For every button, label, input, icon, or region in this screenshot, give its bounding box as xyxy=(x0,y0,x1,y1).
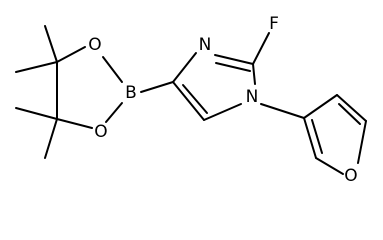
bond-b-o-bottom xyxy=(105,102,123,123)
bond-n1-furan-c3 xyxy=(260,103,305,119)
bond-furan-o-c2 xyxy=(315,157,344,175)
bond-methyl-bottom-left xyxy=(15,107,58,120)
bond-furan-c4-c5-b xyxy=(338,103,361,125)
bond-c4-c5-b xyxy=(182,84,208,114)
bond-c2-n1 xyxy=(252,63,256,85)
bond-furan-c5-o xyxy=(357,120,367,164)
bond-c4-c5-a xyxy=(172,81,205,121)
bond-furan-c3-c2-b xyxy=(311,119,323,154)
atom-o-top: O xyxy=(88,35,101,55)
bond-lines xyxy=(15,25,367,175)
bond-methyl-top-left xyxy=(15,61,58,73)
bond-methyl-bottom-down xyxy=(44,118,58,159)
bond-furan-c3-c4 xyxy=(303,94,338,119)
atom-o-bottom: O xyxy=(94,122,107,142)
bond-furan-c4-c5-a xyxy=(336,94,367,122)
atom-labels: F N N B O O O xyxy=(88,14,357,186)
bond-b-o-top xyxy=(102,56,123,83)
bond-n3-c4 xyxy=(172,52,197,83)
bond-c2-f xyxy=(252,32,270,65)
atom-b: B xyxy=(125,83,137,103)
atom-f: F xyxy=(269,14,279,34)
bond-methyl-top-up xyxy=(44,25,58,63)
bond-o-top-c xyxy=(56,46,86,63)
atom-furan-o: O xyxy=(344,166,357,186)
chemical-structure: F N N B O O O xyxy=(15,14,367,186)
bond-c2-n3-a xyxy=(214,54,254,65)
bond-furan-c3-c2-a xyxy=(303,117,317,159)
bond-c4-b xyxy=(140,81,174,93)
bond-c5-n1 xyxy=(203,103,242,121)
atom-n1: N xyxy=(246,87,259,107)
bond-o-bottom-c xyxy=(56,118,93,129)
atom-n3: N xyxy=(199,35,212,55)
bond-c2-n3-b xyxy=(215,62,251,72)
